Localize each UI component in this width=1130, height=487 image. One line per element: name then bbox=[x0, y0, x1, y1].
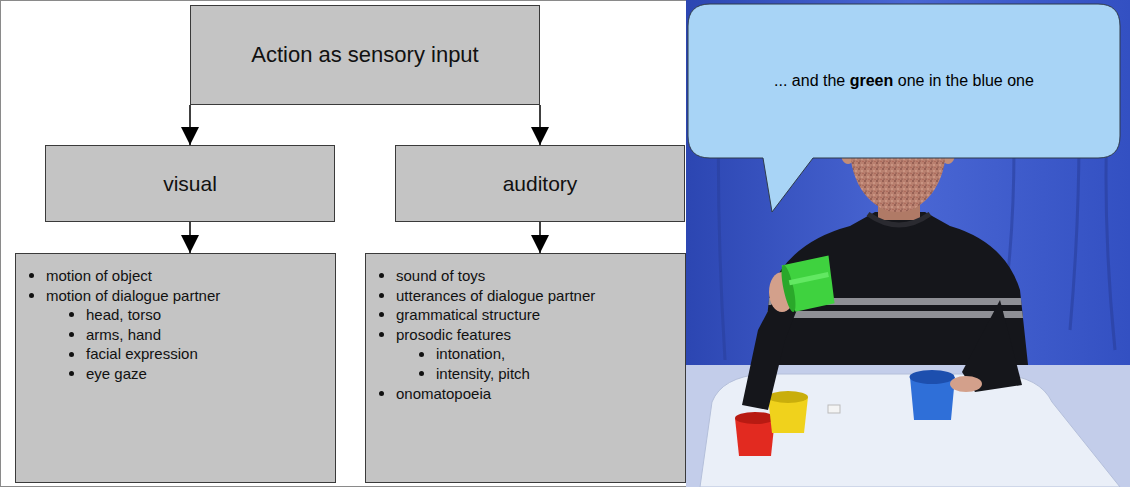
connector-arrow bbox=[189, 105, 191, 145]
collar bbox=[868, 214, 930, 225]
list-box: motion of objectmotion of dialogue partn… bbox=[15, 253, 336, 483]
list-row: facial expression bbox=[69, 344, 325, 364]
list-row: prosodic features bbox=[379, 325, 675, 345]
list-item: sound of toys bbox=[396, 266, 485, 286]
list-item: onomatopoeia bbox=[396, 384, 491, 404]
bullet-dot bbox=[379, 332, 384, 337]
bullet-dot bbox=[69, 371, 74, 376]
connector-arrow bbox=[189, 222, 191, 253]
list-item: utterances of dialogue partner bbox=[396, 286, 595, 306]
list-row: intonation, bbox=[419, 344, 675, 364]
bullet-dot bbox=[379, 273, 384, 278]
list-item: eye gaze bbox=[86, 364, 147, 384]
list-item: motion of object bbox=[46, 266, 152, 286]
list-row: sound of toys bbox=[379, 266, 675, 286]
bullet-dot bbox=[379, 312, 384, 317]
category-box: visual bbox=[45, 145, 335, 222]
bullet-dot bbox=[69, 312, 74, 317]
list-row: intensity, pitch bbox=[419, 364, 675, 384]
box-title: visual bbox=[163, 172, 217, 196]
bullet-dot bbox=[379, 391, 384, 396]
list-item: grammatical structure bbox=[396, 305, 540, 325]
bubble-shape bbox=[688, 4, 1120, 212]
category-box: auditory bbox=[395, 145, 685, 222]
bullet-dot bbox=[419, 371, 424, 376]
list-row: motion of dialogue partner bbox=[29, 286, 325, 306]
list-item: motion of dialogue partner bbox=[46, 286, 220, 306]
list-row: grammatical structure bbox=[379, 305, 675, 325]
speech-text: ... and the green one in the blue one bbox=[774, 72, 1034, 90]
list-item: intensity, pitch bbox=[436, 364, 530, 384]
bullet-dot bbox=[379, 293, 384, 298]
list-item: head, torso bbox=[86, 305, 161, 325]
connector-arrow bbox=[539, 105, 541, 145]
bullet-dot bbox=[419, 352, 424, 357]
list-row: motion of object bbox=[29, 266, 325, 286]
resting-hand bbox=[950, 376, 982, 392]
bullet-dot bbox=[69, 332, 74, 337]
list-row: eye gaze bbox=[69, 364, 325, 384]
yellow-cup bbox=[768, 391, 808, 433]
list-box: sound of toysutterances of dialogue part… bbox=[365, 253, 686, 483]
green-cup bbox=[779, 256, 839, 314]
box-title: auditory bbox=[503, 172, 578, 196]
list-item: prosodic features bbox=[396, 325, 511, 345]
small-block bbox=[828, 405, 840, 413]
list-item: arms, hand bbox=[86, 325, 161, 345]
list-row: utterances of dialogue partner bbox=[379, 286, 675, 306]
list-row: head, torso bbox=[69, 305, 325, 325]
list-item: intonation, bbox=[436, 344, 505, 364]
red-cup bbox=[735, 412, 775, 456]
box-title: Action as sensory input bbox=[251, 42, 478, 68]
list-row: arms, hand bbox=[69, 325, 325, 345]
connector-arrow bbox=[539, 222, 541, 253]
blue-cup bbox=[910, 370, 956, 420]
list-row: onomatopoeia bbox=[379, 384, 675, 404]
root-box: Action as sensory input bbox=[190, 5, 540, 105]
blue-backdrop bbox=[686, 0, 1130, 487]
bullet-dot bbox=[69, 352, 74, 357]
bullet-dot bbox=[29, 273, 34, 278]
list-item: facial expression bbox=[86, 344, 198, 364]
bullet-dot bbox=[29, 293, 34, 298]
speech-bubble: ... and the green one in the blue one bbox=[688, 4, 1120, 158]
